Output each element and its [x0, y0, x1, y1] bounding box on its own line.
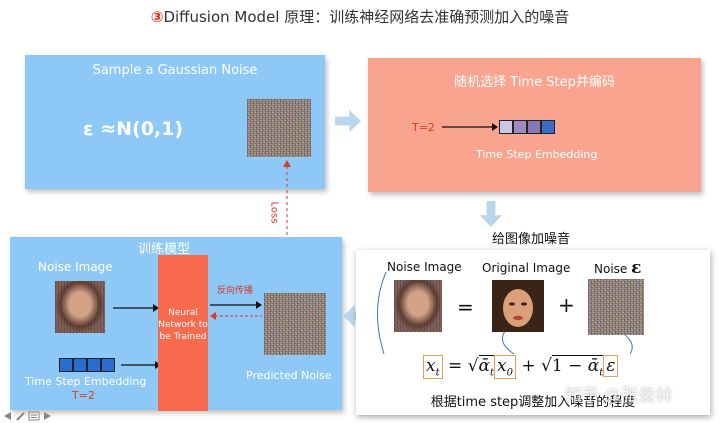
predicted-noise-label: Predicted Noise: [246, 369, 332, 382]
train-heading: 训练模型: [138, 242, 191, 257]
embedding-cell: [527, 120, 541, 134]
train-t-label: T=2: [72, 389, 95, 402]
timestep-t-label: T=2: [412, 121, 435, 134]
train-embedding-label: Time Step Embedding: [25, 375, 147, 388]
eq-alpha2: ᾱ: [587, 356, 600, 376]
eq-sqrt2: √: [541, 356, 552, 376]
eq-alpha1-sub: t: [490, 367, 495, 379]
eq-xt-sub: t: [435, 367, 440, 379]
title-text: Diffusion Model 原理：训练神经网络去准确预测加入的噪音: [163, 8, 570, 26]
pen-icon[interactable]: [15, 411, 25, 421]
timestep-embedding-vector: [499, 120, 559, 134]
sample-noise-heading: Sample a Gaussian Noise: [92, 63, 258, 78]
eq-x0: x: [497, 356, 507, 376]
embedding-cell: [541, 120, 555, 134]
timestep-panel: 随机选择 Time Step并编码 T=2 Time Step Embeddin…: [368, 58, 701, 192]
arrow-image-to-network: [113, 304, 159, 312]
add-noise-title: 给图像加噪音: [492, 232, 571, 247]
noise-caption: 根据time step调整加入噪音的程度: [430, 395, 636, 410]
train-embedding-vector: [59, 358, 119, 372]
play-back-icon[interactable]: [2, 411, 12, 421]
train-noise-image-label: Noise Image: [38, 260, 113, 274]
noise-symbol: ε: [631, 258, 642, 278]
face-shape: [503, 289, 533, 327]
arrow-network-to-prediction: [210, 301, 262, 309]
eq-alpha1: ᾱ: [478, 356, 491, 376]
eq-plus: +: [521, 356, 536, 376]
original-face-image: [492, 280, 544, 332]
timestep-heading: 随机选择 Time Step并编码: [454, 75, 615, 90]
predicted-noise-image: [264, 293, 326, 355]
eq-one-minus: 1 −: [551, 356, 588, 376]
train-noise-image: [55, 281, 105, 333]
arrow-timestep-to-noise: [480, 201, 502, 227]
backprop-arrow: [210, 312, 262, 320]
embedding-cell: [73, 358, 87, 372]
network-label: Neural Network to be Trained: [158, 308, 208, 342]
plus-sign: +: [558, 293, 575, 317]
gaussian-formula: ε ≈N(0,1): [83, 118, 184, 140]
gaussian-noise-image: [247, 99, 311, 157]
sample-noise-panel: Sample a Gaussian Noise ε ≈N(0,1): [25, 55, 325, 189]
embedding-cell: [59, 358, 73, 372]
eq-alpha2-sub: t: [599, 367, 604, 379]
noise-label: Noise: [594, 262, 628, 276]
eq-equals: =: [448, 356, 463, 376]
embedding-cell: [513, 120, 527, 134]
noise-image-label: Noise Image: [387, 260, 462, 274]
eq-x0-box: x0: [494, 355, 517, 380]
embedding-cell: [87, 358, 101, 372]
eq-alpha2-group: 1 − ᾱt: [551, 355, 604, 379]
play-forward-icon[interactable]: [43, 411, 53, 421]
watermark: 知乎 @张俊林: [565, 386, 673, 406]
slide-toolbar: [2, 410, 53, 422]
arrow-sample-to-timestep: [335, 110, 361, 132]
arrow-embedding-to-network: [121, 361, 161, 369]
train-panel: 训练模型 Noise Image Time Step Embedding T=2…: [10, 237, 342, 411]
backprop-label: 反向传播: [217, 286, 254, 296]
notes-icon[interactable]: [28, 411, 40, 421]
page-title: ③Diffusion Model 原理：训练神经网络去准确预测加入的噪音: [0, 6, 720, 27]
noise-epsilon-image: [588, 279, 644, 335]
title-number: ③: [150, 8, 164, 26]
timestep-embedding-label: Time Step Embedding: [476, 148, 598, 161]
noisy-face-image: [394, 280, 442, 332]
timestep-arrow: [442, 123, 498, 131]
noise-label-group: Noise ε: [594, 258, 641, 278]
eq-eps: ε: [606, 356, 616, 376]
equals-sign: =: [457, 295, 474, 319]
eq-sqrt1: √: [467, 356, 479, 376]
original-image-label: Original Image: [482, 261, 571, 275]
embedding-cell: [499, 120, 513, 134]
eq-xt-box: xt: [423, 355, 443, 380]
eq-eps-box: ε: [603, 355, 619, 377]
loss-label: Loss: [268, 201, 280, 224]
add-noise-panel: Noise Image Original Image Noise ε = + x…: [356, 250, 710, 415]
eq-x0-sub: 0: [506, 367, 514, 379]
eq-xt: x: [426, 356, 436, 376]
eq-alpha1-group: ᾱt: [478, 355, 495, 379]
embedding-cell: [101, 358, 115, 372]
neural-network-block: Neural Network to be Trained: [158, 255, 208, 411]
